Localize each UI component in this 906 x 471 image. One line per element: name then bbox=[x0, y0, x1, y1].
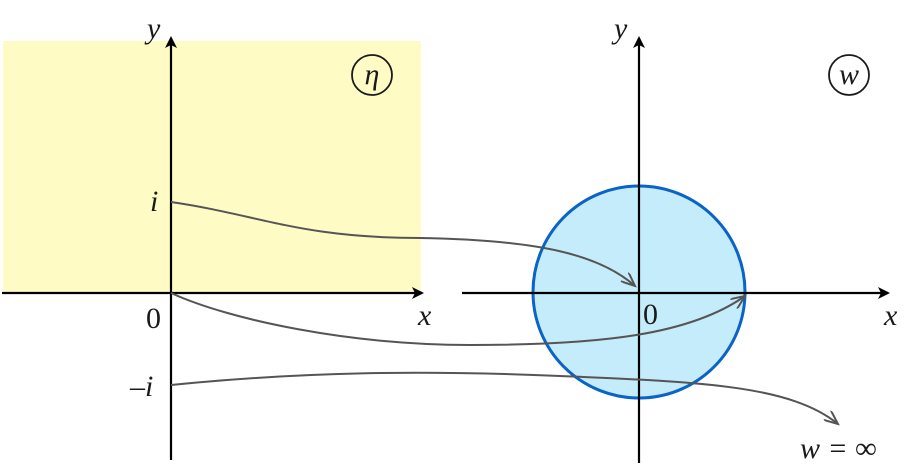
eta-badge-circle bbox=[351, 54, 393, 96]
w-badge-label: w bbox=[839, 58, 859, 91]
upper-region-fill bbox=[3, 41, 421, 293]
right-x-label: x bbox=[883, 299, 898, 332]
left-tick-i: i bbox=[150, 185, 158, 218]
curve-minus-i-to-infinity bbox=[170, 371, 838, 424]
right-tick-zero: 0 bbox=[643, 298, 658, 331]
curve-zero-to-one bbox=[170, 292, 745, 347]
curve-i-to-zero bbox=[170, 201, 635, 286]
right-y-label: y bbox=[611, 12, 628, 45]
infinity-label: w = ∞ bbox=[800, 432, 877, 465]
left-y-label: y bbox=[144, 12, 161, 45]
left-x-label: x bbox=[417, 299, 432, 332]
eta-badge-label: η bbox=[365, 58, 380, 91]
left-tick-zero: 0 bbox=[146, 302, 161, 335]
left-tick-minus-i: –i bbox=[129, 370, 153, 403]
w-badge-circle bbox=[828, 54, 870, 96]
